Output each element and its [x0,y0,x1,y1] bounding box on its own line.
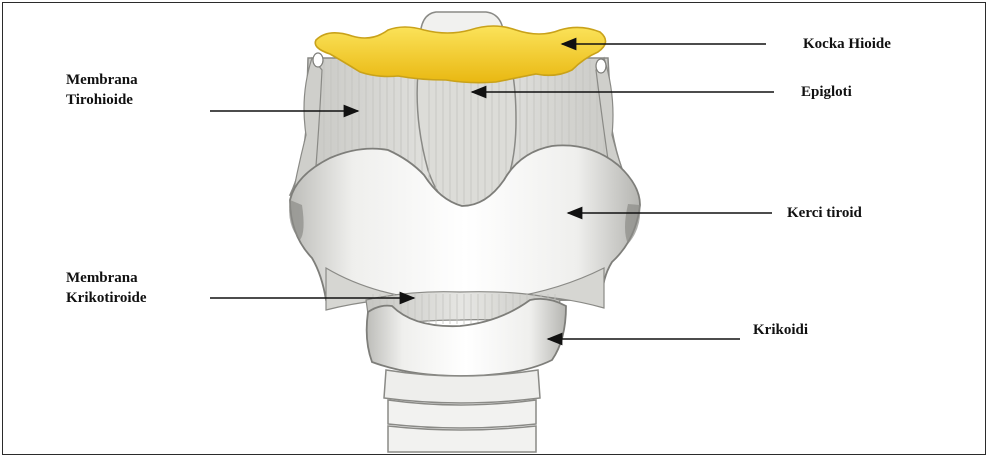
label-membrana-krikotiroide-line2: Krikotiroide [66,288,147,308]
label-kerci-tiroid: Kerci tiroid [787,203,862,223]
label-membrana-tirohioide-line1: Membrana [66,70,138,90]
label-kocka-hioide: Kocka Hioide [803,34,891,54]
label-membrana-tirohioide-line2: Tirohioide [66,90,138,110]
thyroid-right-shadow [625,204,640,244]
thyroid-left-shadow [289,200,303,240]
hyoid-right-foramen [596,59,606,73]
trachea-ring-2 [388,400,536,428]
label-krikoidi: Krikoidi [753,320,808,340]
label-epigloti: Epigloti [801,82,852,102]
epiglottis-texture [426,76,512,204]
label-membrana-krikotiroide: Membrana Krikotiroide [66,268,147,308]
hyoid-left-foramen [313,53,323,67]
label-membrana-tirohioide: Membrana Tirohioide [66,70,138,110]
label-membrana-krikotiroide-line1: Membrana [66,268,147,288]
trachea-ring-3 [388,426,536,452]
